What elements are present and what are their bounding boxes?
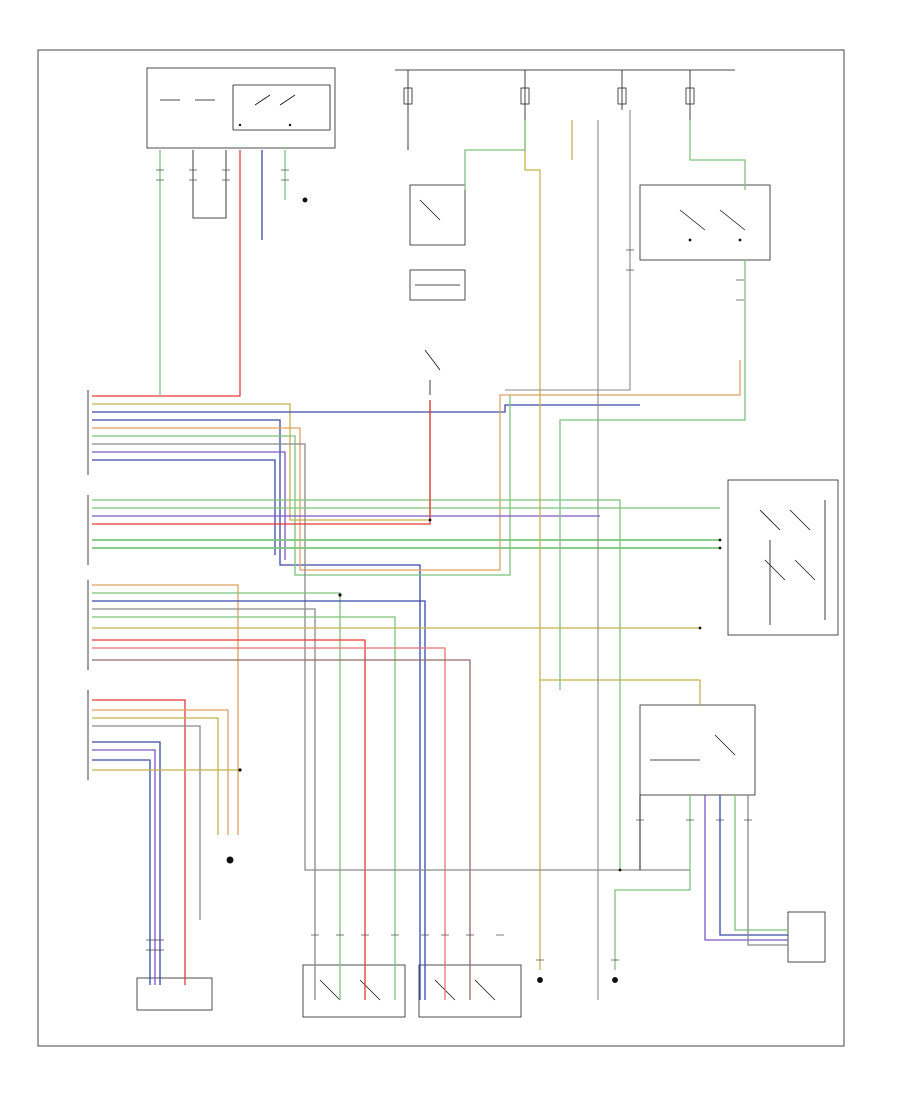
wire-yellow-top-center [524, 120, 541, 970]
wire-green-6 [92, 592, 341, 1000]
center-relay-cluster [409, 184, 466, 395]
top-left-fuse-relay-box [146, 67, 336, 149]
wire-green-top-center [464, 120, 526, 190]
wire-gray-center-2 [505, 110, 631, 391]
wire-red-2 [92, 400, 431, 525]
cruise-relay-box [639, 704, 756, 796]
wire-yellow-right-relay [540, 679, 701, 705]
throttle-position-sensor-box [302, 964, 406, 1018]
wire-gray-speed [747, 795, 788, 946]
stop-light-switch [639, 184, 771, 261]
splice-dots [238, 518, 722, 872]
speed-sensor-box [787, 911, 826, 963]
wire-violet-3 [92, 749, 156, 985]
wire-group [92, 120, 788, 1000]
wire-red-1 [92, 150, 241, 397]
top-fuse-row [395, 69, 735, 150]
wire-green-speed [734, 795, 788, 931]
wire-pink-1 [92, 647, 446, 1000]
wire-green-right-down [559, 260, 746, 690]
wire-red-4 [92, 699, 186, 985]
wire-blue-speed [719, 795, 788, 936]
wire-orange-1 [92, 360, 741, 571]
wire-black-left-ground [192, 150, 227, 219]
wire-violet-1 [92, 451, 286, 560]
wire-gray-lower [305, 795, 641, 871]
wire-orange-3 [92, 709, 229, 835]
wire-blue-1 [92, 404, 640, 413]
cruise-control-switch [727, 479, 839, 636]
wire-blue-2 [92, 419, 421, 1000]
wire-gray-3 [92, 725, 201, 920]
diagram-frame [37, 49, 845, 1047]
wire-brown-1 [92, 659, 471, 1000]
wire-yellow-3 [92, 717, 219, 835]
wire-green-top-right [689, 120, 746, 190]
wire-green-2 [92, 499, 621, 870]
ground-symbols [226, 197, 618, 983]
cruise-control-ecu-box [136, 977, 213, 1011]
wire-red-3 [92, 639, 366, 1000]
connector-ticks [146, 169, 752, 961]
wire-green-7 [92, 616, 396, 1000]
wire-violet-speed [704, 795, 788, 941]
wire-gray-2 [92, 608, 316, 1000]
neutral-wire-group [192, 110, 641, 1000]
wire-green-relay-bottom [614, 795, 691, 970]
wire-blue-5 [92, 741, 161, 985]
wire-blue-4 [92, 600, 426, 1000]
wire-green-1 [92, 395, 511, 576]
wire-orange-2 [92, 584, 239, 835]
wire-blue-3 [92, 459, 276, 555]
wire-blue-6 [92, 759, 151, 985]
